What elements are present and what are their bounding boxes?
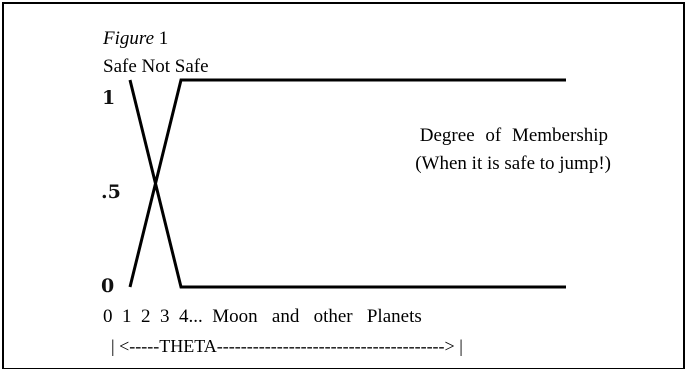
figure-caption-italic: Figure [102,28,154,49]
series-lines [128,78,566,289]
y-tick-label: .5 [101,181,121,203]
figure-caption-number: 1 [154,28,168,49]
series-line-not-safe [128,78,566,288]
series-line-safe [128,79,566,289]
figure-caption: Figure 1 [102,28,168,49]
y-tick-labels: 1.50 [101,87,121,297]
x-axis-labels: 0 1 2 3 4... Moon and other Planets [103,306,422,327]
y-tick-label: 0 [101,275,114,297]
legend-text: Safe Not Safe [103,56,209,77]
y-tick-label: 1 [102,87,115,109]
annotation-line-1: Degree of Membership [420,125,608,146]
annotation-line-2: (When it is safe to jump!) [415,153,611,174]
x-axis-range: | <-----THETA---------------------------… [111,336,463,356]
